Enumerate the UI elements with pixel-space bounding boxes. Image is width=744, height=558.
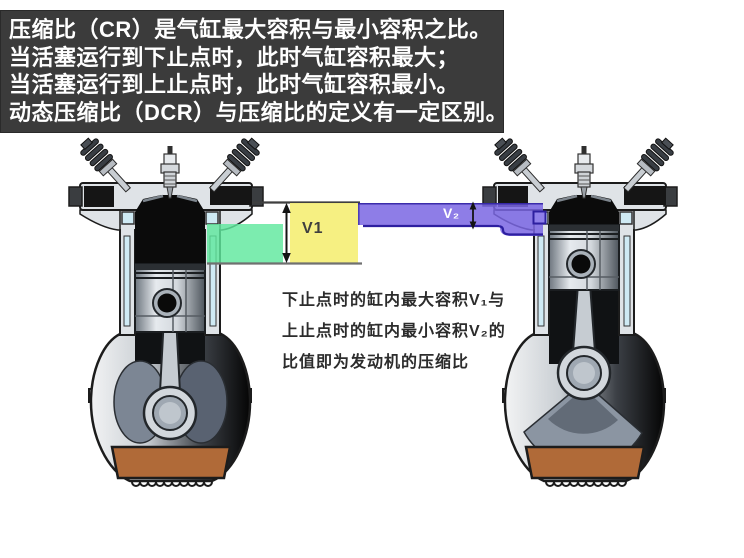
caption-text: 下止点时的缸内最大容积V₁与 上止点时的缸内最小容积V₂的 比值即为发动机的压缩… [282, 285, 506, 378]
caption-line-2: 上止点时的缸内最小容积V₂的 [282, 323, 506, 340]
v1-volume-label: V1 [302, 220, 324, 237]
v2-coolant-port-highlight [532, 210, 547, 225]
spark-plug [160, 146, 180, 199]
coolant-port [121, 211, 135, 225]
coolant-passage [123, 235, 131, 327]
v2-volume-highlight [358, 203, 543, 225]
volume-annotations [207, 201, 547, 265]
valve-spring-assembly [623, 137, 674, 193]
intake-port [498, 186, 528, 207]
sump-serration [131, 481, 213, 487]
combustion-chamber [135, 195, 205, 266]
coolant-passage [623, 235, 631, 327]
exhaust-port [624, 186, 666, 205]
v1-total-volume-highlight [290, 203, 358, 263]
v2-dimension-arrow [469, 201, 477, 230]
combustion-chamber [549, 195, 619, 227]
valve-spring-assembly [209, 137, 260, 193]
left-engine-cutaway [68, 137, 264, 487]
right-engine-cutaway [482, 137, 678, 487]
header-line-2: 当活塞运行到下止点时，此时气缸容积最大； [9, 44, 460, 70]
caption-line-3: 比值即为发动机的压缩比 [282, 354, 470, 371]
spark-plug [574, 146, 594, 199]
v2-volume-highlight-corner [500, 225, 543, 236]
piston [134, 263, 206, 333]
header-line-4: 动态压缩比（DCR）与压缩比的定义有一定区别。 [9, 99, 509, 125]
oil-sump [110, 445, 232, 480]
coolant-port [205, 211, 219, 225]
v1-cylinder-volume-highlight [207, 224, 283, 263]
connecting-rod [571, 283, 597, 353]
coolant-port [619, 211, 633, 225]
sump-serration [545, 481, 627, 487]
valve-spring-assembly [494, 137, 545, 193]
v2-volume-label: V₂ [443, 205, 460, 221]
intake-port [84, 186, 114, 207]
caption-line-1: 下止点时的缸内最大容积V₁与 [282, 292, 506, 309]
oil-sump [524, 445, 646, 480]
valve-spring-assembly [80, 137, 131, 193]
exhaust-port [210, 186, 252, 205]
header-line-1: 压缩比（CR）是气缸最大容积与最小容积之比。 [9, 17, 492, 42]
header-text-box: 压缩比（CR）是气缸最大容积与最小容积之比。 当活塞运行到下止点时，此时气缸容积… [0, 10, 509, 133]
coolant-passage [537, 235, 545, 327]
header-line-3: 当活塞运行到上止点时，此时气缸容积最小。 [9, 72, 460, 97]
v1-dimension-arrow [282, 203, 291, 263]
piston [548, 224, 620, 291]
